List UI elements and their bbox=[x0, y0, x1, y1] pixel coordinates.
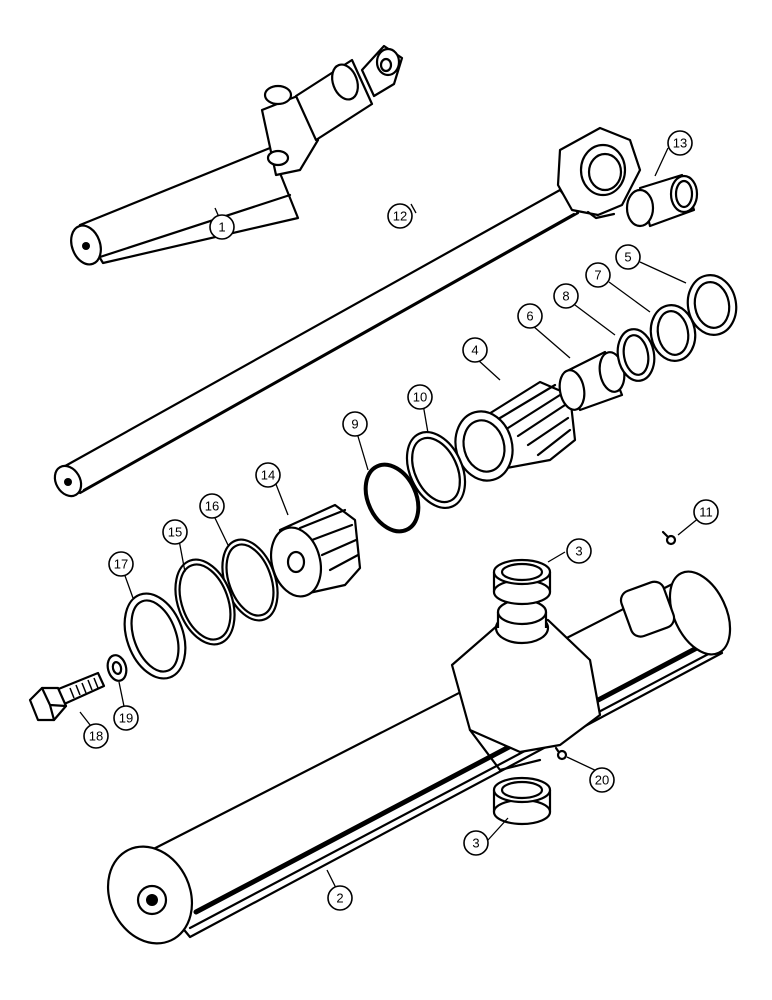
callout-9: 9 bbox=[342, 411, 368, 437]
callout-17-label: 17 bbox=[114, 557, 128, 572]
callout-11-label: 11 bbox=[699, 505, 713, 520]
callout-20: 20 bbox=[589, 767, 615, 793]
part-20-fitting bbox=[554, 746, 568, 761]
callout-12: 12 bbox=[387, 203, 413, 229]
part-16-ring bbox=[221, 538, 279, 622]
part-4-gland bbox=[454, 380, 577, 482]
part-5-ring bbox=[686, 274, 738, 336]
callout-15-label: 15 bbox=[168, 525, 182, 540]
callout-10: 10 bbox=[407, 384, 433, 410]
callout-16-label: 16 bbox=[205, 499, 219, 514]
part-9-o-ring bbox=[363, 462, 421, 534]
callout-12-label: 12 bbox=[393, 209, 407, 224]
part-3-bushing-lower bbox=[492, 776, 552, 826]
callout-2-label: 2 bbox=[336, 891, 343, 906]
callout-3-lower: 3 bbox=[463, 830, 489, 856]
callout-8-label: 8 bbox=[562, 289, 569, 304]
part-10-ring bbox=[405, 431, 467, 509]
callout-19-label: 19 bbox=[119, 711, 133, 726]
callouts: 1 2 3 3 4 5 6 7 8 9 10 11 12 13 14 15 16… bbox=[79, 130, 719, 911]
callout-1-label: 1 bbox=[218, 220, 225, 235]
part-6-bushing bbox=[558, 350, 626, 412]
callout-6: 6 bbox=[517, 303, 543, 329]
part-18-bolt bbox=[28, 671, 106, 722]
callout-15: 15 bbox=[162, 519, 188, 545]
part-15-ring bbox=[174, 558, 236, 646]
callout-3-lower-label: 3 bbox=[472, 836, 479, 851]
callout-5: 5 bbox=[615, 244, 641, 270]
part-14-piston bbox=[270, 503, 362, 598]
part-17-ring bbox=[123, 592, 187, 680]
part-7-ring bbox=[649, 304, 697, 362]
callout-16: 16 bbox=[199, 493, 225, 519]
part-11-fitting bbox=[661, 530, 677, 546]
callout-10-label: 10 bbox=[413, 390, 427, 405]
callout-14-label: 14 bbox=[261, 468, 275, 483]
callout-3-upper: 3 bbox=[566, 538, 592, 564]
callout-11: 11 bbox=[693, 499, 719, 525]
callout-7-label: 7 bbox=[594, 268, 601, 283]
part-13-bushing bbox=[625, 173, 699, 228]
callout-14: 14 bbox=[255, 462, 281, 488]
part-3-bushing-upper bbox=[492, 558, 552, 606]
callout-2: 2 bbox=[327, 885, 353, 911]
callout-5-label: 5 bbox=[624, 250, 631, 265]
callout-1: 1 bbox=[209, 214, 235, 240]
part-1-assembled-cylinder bbox=[70, 44, 404, 266]
callout-3-upper-label: 3 bbox=[575, 544, 582, 559]
callout-4: 4 bbox=[462, 337, 488, 363]
callout-4-label: 4 bbox=[471, 343, 478, 358]
callout-17: 17 bbox=[108, 551, 134, 577]
callout-7: 7 bbox=[585, 262, 611, 288]
callout-20-label: 20 bbox=[595, 773, 609, 788]
part-8-ring bbox=[616, 328, 656, 382]
callout-13: 13 bbox=[667, 130, 693, 156]
callout-6-label: 6 bbox=[526, 309, 533, 324]
callout-19: 19 bbox=[113, 705, 139, 731]
part-19-washer bbox=[106, 654, 128, 682]
callout-13-label: 13 bbox=[673, 136, 687, 151]
callout-18: 18 bbox=[83, 723, 109, 749]
callout-9-label: 9 bbox=[351, 417, 358, 432]
part-2-barrel bbox=[106, 570, 732, 945]
callout-8: 8 bbox=[553, 283, 579, 309]
part-12-piston-rod bbox=[53, 126, 642, 498]
callout-18-label: 18 bbox=[89, 729, 103, 744]
